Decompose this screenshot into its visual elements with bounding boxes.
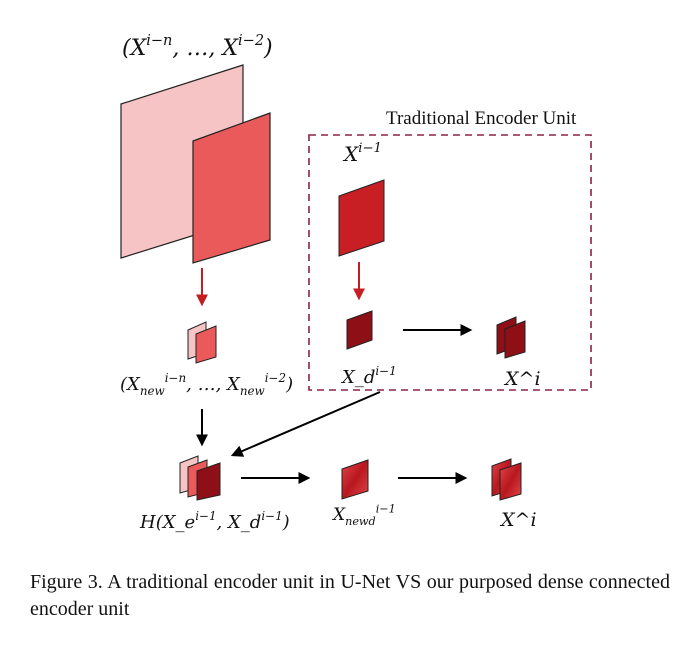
figure-caption: Figure 3. A traditional encoder unit in … xyxy=(30,571,670,620)
unit-output-label: X^i xyxy=(503,368,541,390)
concat-map-front xyxy=(196,462,221,501)
downsampled-map xyxy=(346,310,373,350)
unit-output-map-front xyxy=(504,320,526,359)
final-output-label: X^i xyxy=(499,509,537,531)
new-feature-map-front xyxy=(195,325,217,364)
top-input-label: (Xi−n, …, Xi−2) xyxy=(122,33,273,61)
arrow-unit-to-concat xyxy=(230,391,381,457)
fused-label: Xnewdi−1 xyxy=(331,502,396,527)
concat-label: H(X_ei−1, X_di−1) xyxy=(139,509,290,533)
unit-title: Traditional Encoder Unit xyxy=(386,108,577,129)
encoder-unit-diagram: (Xi−n, …, Xi−2) (Xnewi−n, …, Xnewi−2) Tr… xyxy=(120,33,592,533)
traditional-encoder-box xyxy=(308,134,592,391)
feature-map-previous-large-front xyxy=(192,112,271,264)
new-features-label: (Xnewi−n, …, Xnewi−2) xyxy=(120,371,293,398)
unit-input-map xyxy=(338,179,385,257)
unit-input-label: Xi−1 xyxy=(342,141,382,166)
downsampled-label: X_di−1 xyxy=(340,364,397,388)
final-output-map-front xyxy=(499,462,522,501)
fused-map xyxy=(341,459,369,500)
